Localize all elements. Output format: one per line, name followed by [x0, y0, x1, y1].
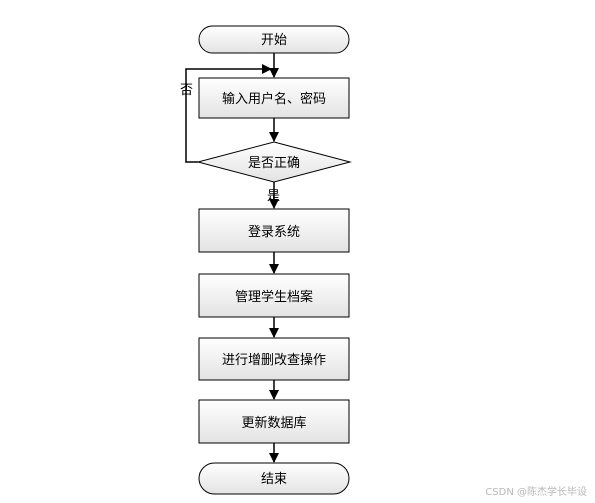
input-node-label: 输入用户名、密码 — [222, 91, 326, 107]
watermark: CSDN @陈杰学长毕设 — [485, 487, 587, 498]
login-node-label: 登录系统 — [248, 225, 300, 240]
input-node: 输入用户名、密码 — [198, 77, 350, 119]
update-node: 更新数据库 — [198, 399, 350, 444]
manage-node-label: 管理学生档案 — [235, 289, 313, 305]
edge-label-yes: 是 — [267, 189, 280, 204]
crud-node: 进行增删改查操作 — [198, 337, 350, 381]
check-decision-label: 是否正确 — [248, 156, 300, 171]
end-node: 结束 — [198, 462, 350, 495]
start-node-label: 开始 — [261, 33, 287, 48]
arrow-no-loop — [185, 64, 272, 163]
start-node: 开始 — [198, 25, 350, 54]
manage-node: 管理学生档案 — [198, 273, 350, 318]
crud-node-label: 进行增删改查操作 — [222, 352, 326, 368]
check-decision-node: 是否正确 — [196, 141, 352, 183]
login-node: 登录系统 — [198, 208, 350, 253]
end-node-label: 结束 — [261, 472, 287, 487]
edge-label-no: 否 — [180, 83, 193, 98]
update-node-label: 更新数据库 — [241, 415, 306, 431]
